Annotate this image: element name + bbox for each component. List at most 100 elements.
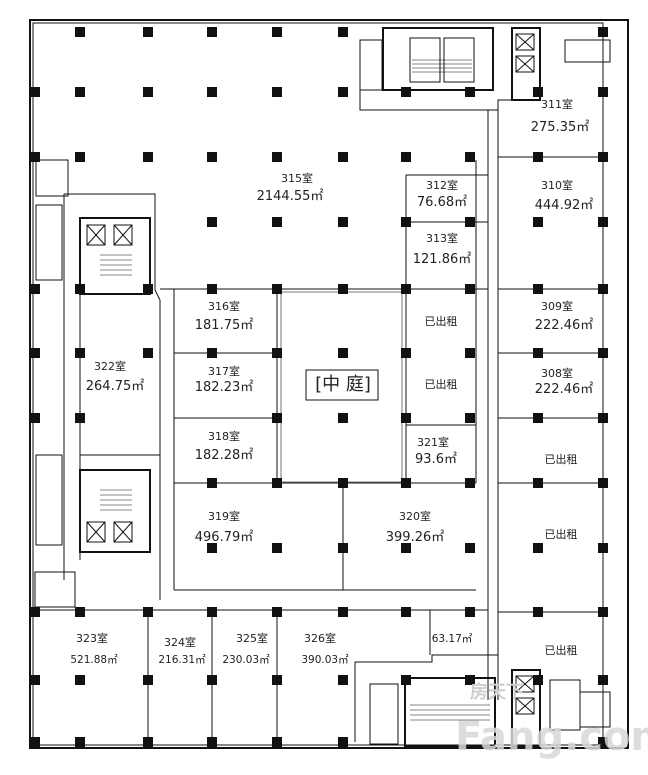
column [598, 284, 608, 294]
room-326-name: 326室 [304, 631, 336, 645]
inner-wall [32, 22, 604, 746]
column [338, 543, 348, 553]
column [338, 217, 348, 227]
room-322-area: 264.75㎡ [86, 379, 145, 394]
column [30, 413, 40, 423]
watermark-cn: 房天下 [470, 681, 524, 703]
column [338, 607, 348, 617]
room-324-area: 216.31㎡ [158, 654, 206, 666]
column [465, 675, 475, 685]
column [75, 152, 85, 162]
room-308-name: 308室 [541, 366, 573, 380]
column [272, 478, 282, 488]
column [207, 607, 217, 617]
column [207, 478, 217, 488]
column [30, 87, 40, 97]
column [598, 413, 608, 423]
room-309-name: 309室 [541, 299, 573, 313]
column [207, 675, 217, 685]
column [401, 348, 411, 358]
room-324-name: 324室 [164, 635, 196, 649]
column [272, 27, 282, 37]
column [533, 675, 543, 685]
column [143, 607, 153, 617]
column [338, 478, 348, 488]
column [207, 737, 217, 747]
room-318-area: 182.28㎡ [195, 448, 254, 463]
partitions [30, 110, 603, 748]
column [338, 284, 348, 294]
column [143, 27, 153, 37]
column [207, 543, 217, 553]
column [598, 543, 608, 553]
column [533, 413, 543, 423]
watermark-text: Fang.com [455, 714, 648, 760]
column [338, 87, 348, 97]
column [207, 152, 217, 162]
column [30, 737, 40, 747]
outer-wall [29, 19, 629, 749]
room-321-name: 321室 [417, 435, 449, 449]
room-312-area: 76.68㎡ [417, 195, 467, 210]
column [465, 478, 475, 488]
column [207, 217, 217, 227]
column [338, 413, 348, 423]
column [598, 217, 608, 227]
column [401, 87, 411, 97]
column [598, 27, 608, 37]
column [465, 217, 475, 227]
column [401, 478, 411, 488]
column [143, 87, 153, 97]
column [272, 675, 282, 685]
column [401, 284, 411, 294]
column [533, 217, 543, 227]
room-323-name: 323室 [76, 631, 108, 645]
room-309-area: 222.46㎡ [535, 318, 594, 333]
column [533, 543, 543, 553]
column [533, 87, 543, 97]
column [598, 87, 608, 97]
left-core-lower [34, 454, 161, 608]
column [401, 607, 411, 617]
room-318-name: 318室 [208, 429, 240, 443]
room-325-area: 230.03㎡ [222, 654, 270, 666]
courtyard-label: [中 庭] [315, 374, 371, 395]
leased-label: 已出租 [425, 377, 458, 391]
column [75, 87, 85, 97]
column [143, 284, 153, 294]
column [30, 348, 40, 358]
column [465, 284, 475, 294]
column [272, 543, 282, 553]
room-315-name: 315室 [281, 171, 313, 185]
column [338, 27, 348, 37]
column [30, 284, 40, 294]
column [338, 675, 348, 685]
leased-label: 已出租 [545, 643, 578, 657]
column [272, 217, 282, 227]
room-312-name: 312室 [426, 178, 458, 192]
column [598, 675, 608, 685]
column [272, 348, 282, 358]
column [75, 737, 85, 747]
column [401, 543, 411, 553]
column [465, 413, 475, 423]
column [75, 607, 85, 617]
room-310-area: 444.92㎡ [535, 198, 594, 213]
column [75, 348, 85, 358]
column [272, 284, 282, 294]
watermark: 房天下 Fang.com [455, 681, 648, 760]
column [465, 348, 475, 358]
column [143, 675, 153, 685]
column [30, 675, 40, 685]
column [272, 607, 282, 617]
room-313-name: 313室 [426, 231, 458, 245]
room-317-name: 317室 [208, 364, 240, 378]
room-308-area: 222.46㎡ [535, 382, 594, 397]
column [598, 152, 608, 162]
column [598, 478, 608, 488]
column [533, 478, 543, 488]
column [338, 737, 348, 747]
column [401, 152, 411, 162]
column [533, 284, 543, 294]
